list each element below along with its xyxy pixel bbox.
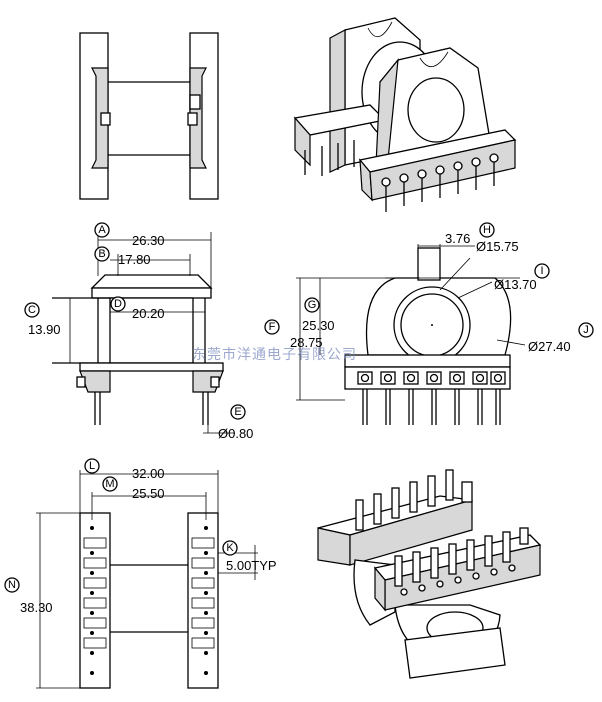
letter-n-marker: N: [4, 577, 20, 593]
top-view-front: [79, 32, 219, 200]
dim-d-value: 20.20: [132, 306, 165, 321]
dim-h-value2: Ø15.75: [476, 239, 519, 254]
svg-text:B: B: [98, 248, 105, 260]
svg-text:G: G: [308, 299, 317, 311]
pin-row-front: [357, 371, 506, 425]
dim-g-value: 25.30: [302, 318, 335, 333]
dim-a-value: 26.30: [132, 233, 165, 248]
dimension-values: 26.30 17.80 13.90 20.20 Ø0.80 28.75 25.3…: [20, 231, 571, 615]
letter-b-marker: B: [94, 246, 110, 262]
isometric-view-top: [293, 17, 517, 212]
svg-text:M: M: [105, 478, 114, 490]
letter-a-marker: A: [94, 222, 110, 238]
bottom-view: [79, 512, 219, 689]
dim-e-value: Ø0.80: [218, 426, 253, 441]
front-view: [344, 247, 520, 425]
dimension-letters: A B C D E F G H I J K L M N: [4, 222, 594, 593]
dim-f-value: 28.75: [290, 335, 323, 350]
svg-text:D: D: [114, 298, 122, 310]
letter-h-marker: H: [479, 222, 495, 238]
svg-text:J: J: [583, 324, 589, 336]
svg-text:F: F: [269, 321, 276, 333]
pin-row-top: [381, 153, 499, 212]
svg-text:E: E: [234, 406, 241, 418]
isometric-view-bottom: [317, 469, 542, 679]
dim-b-value: 17.80: [118, 252, 151, 267]
letter-l-marker: L: [84, 458, 100, 474]
dim-c-value: 13.90: [28, 322, 61, 337]
svg-text:H: H: [483, 224, 491, 236]
pin-holes-right: [191, 526, 215, 675]
letter-e-marker: E: [230, 404, 246, 420]
company-watermark: 东莞市洋通电子有限公司: [192, 346, 357, 363]
dim-n-value: 38.30: [20, 600, 53, 615]
dim-i-value: Ø13.70: [494, 277, 537, 292]
letter-d-marker: D: [110, 296, 126, 312]
letter-i-marker: I: [534, 263, 550, 279]
pin-holes-left: [83, 526, 107, 675]
letter-f-marker: F: [264, 319, 280, 335]
svg-text:N: N: [8, 579, 16, 591]
dim-k-value: 5.00TYP: [226, 558, 277, 573]
pin-row-bottom-front: [394, 527, 529, 596]
letter-k-marker: K: [222, 540, 238, 556]
dim-l-value: 32.00: [132, 466, 165, 481]
svg-text:C: C: [28, 304, 36, 316]
svg-text:I: I: [540, 265, 543, 277]
dim-j-value: Ø27.40: [528, 339, 571, 354]
dim-m-value: 25.50: [132, 486, 165, 501]
letter-c-marker: C: [24, 302, 40, 318]
dim-h-value: 3.76: [445, 231, 470, 246]
svg-text:A: A: [98, 224, 106, 236]
letter-m-marker: M: [102, 476, 118, 492]
svg-text:L: L: [89, 460, 95, 472]
letter-g-marker: G: [304, 297, 320, 313]
letter-j-marker: J: [578, 322, 594, 338]
pin-row-bottom-back: [355, 469, 473, 531]
svg-text:K: K: [226, 542, 234, 554]
dimension-lines: [36, 232, 526, 689]
